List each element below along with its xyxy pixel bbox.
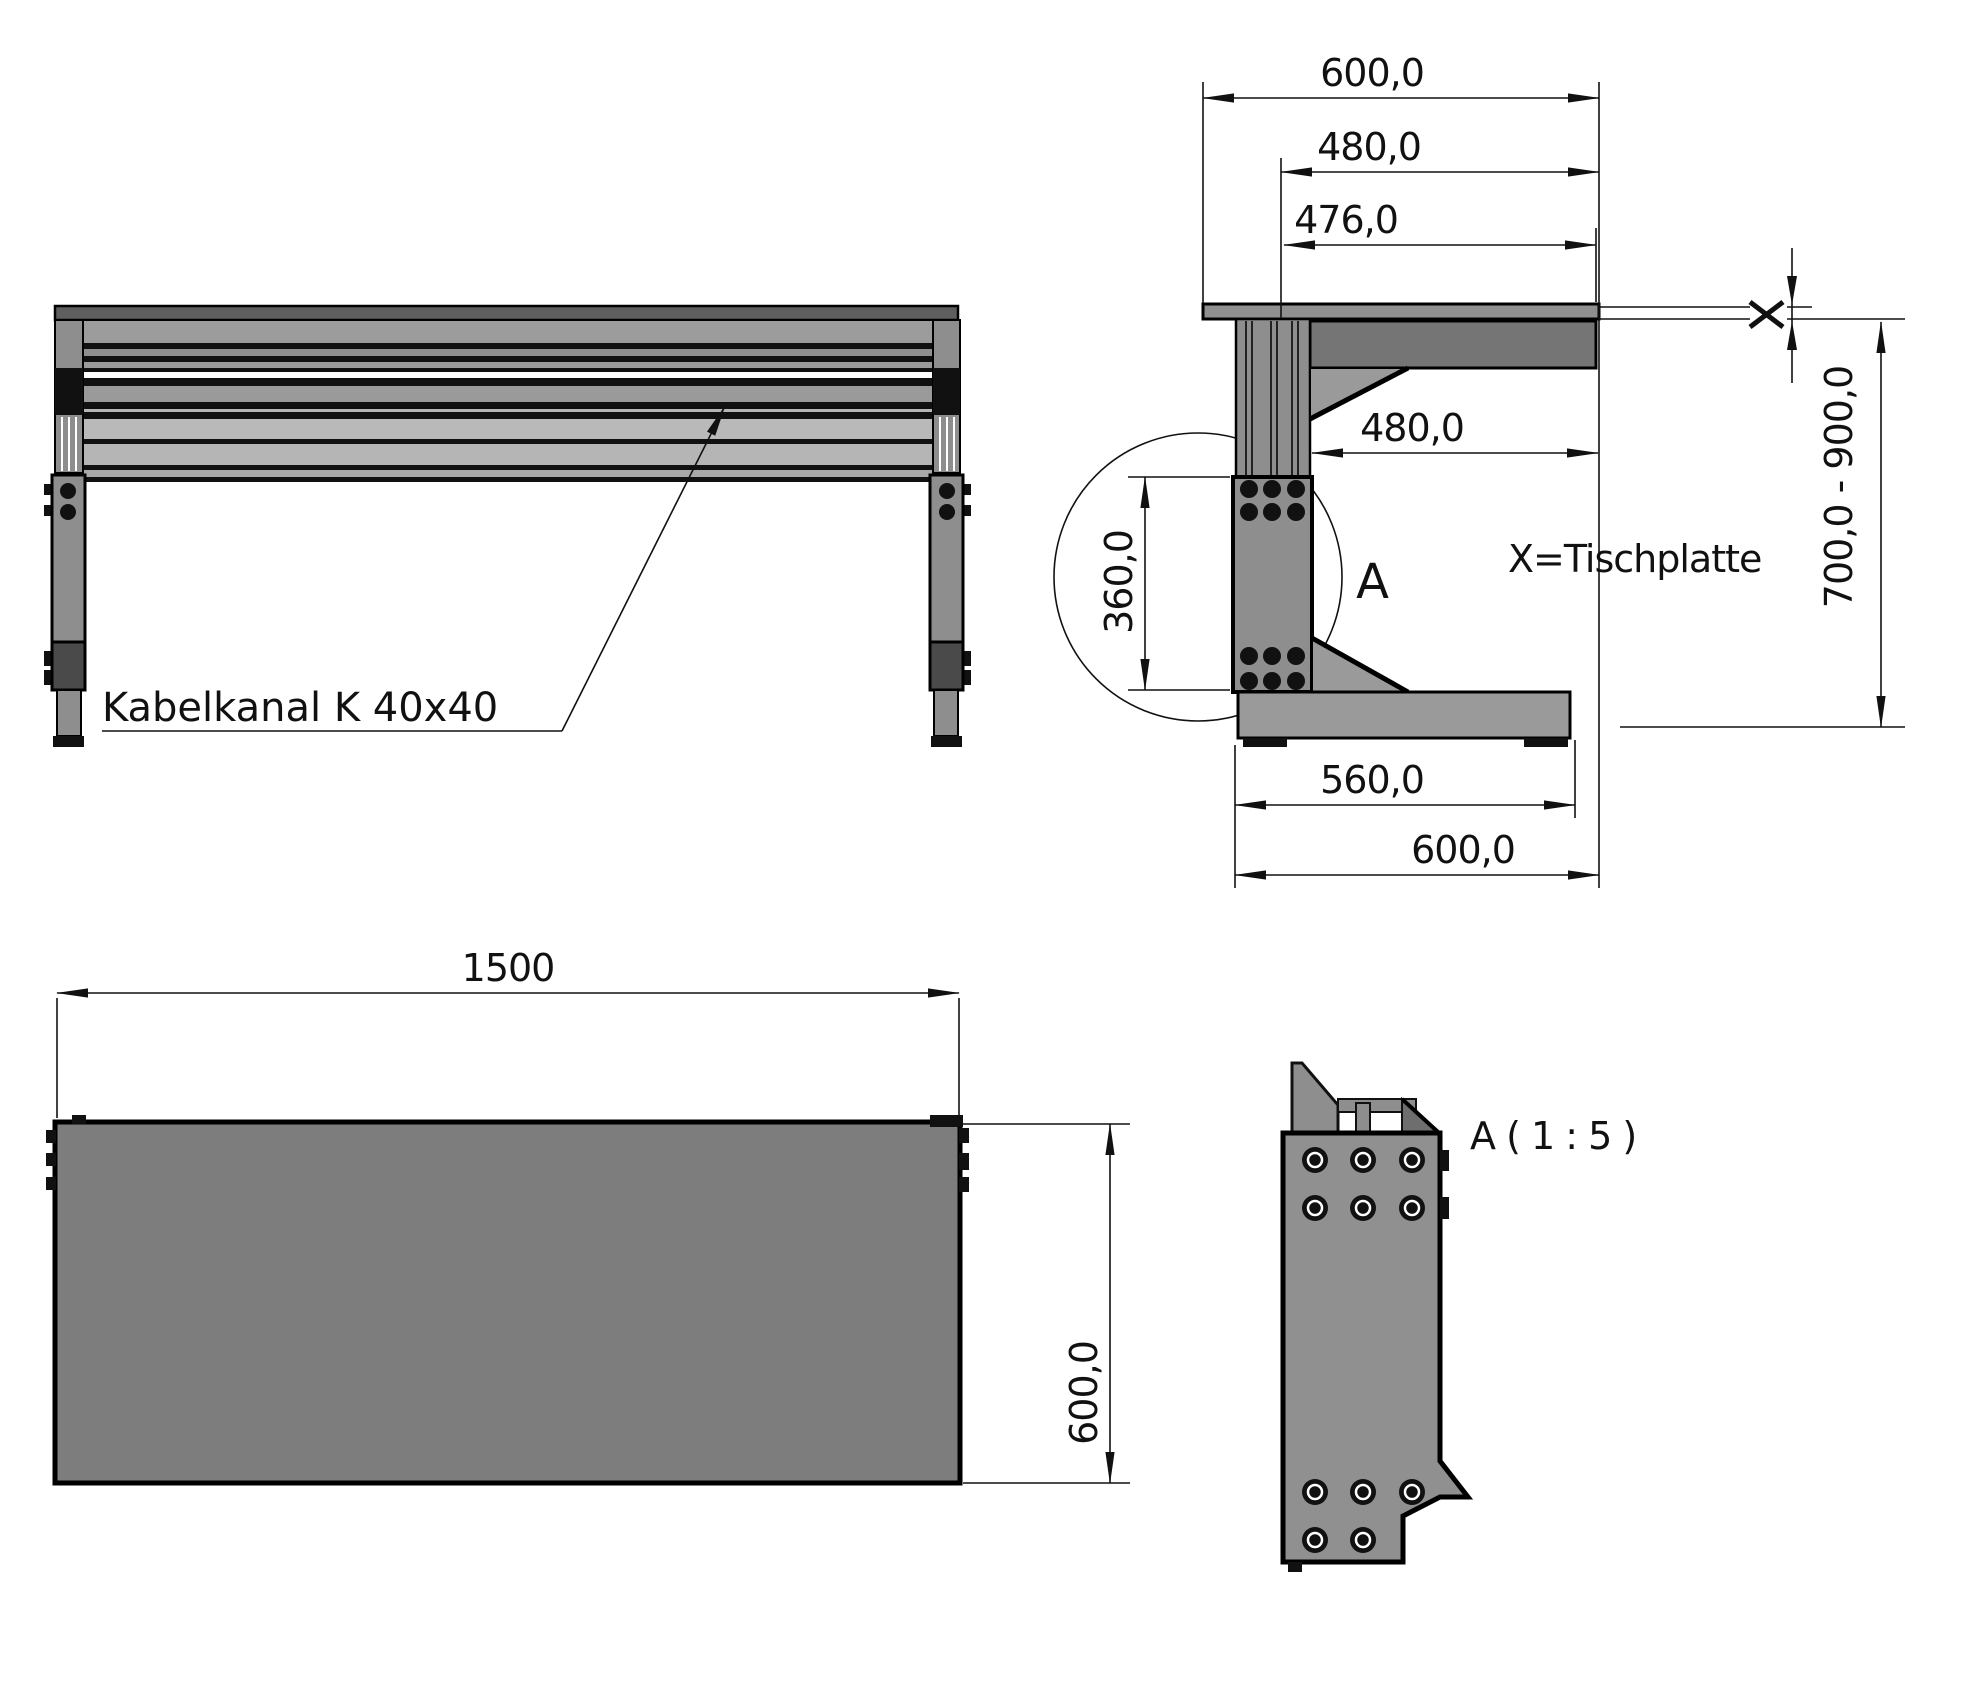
detail-bolts — [1302, 1147, 1425, 1553]
side-leg-upper — [1234, 317, 1312, 479]
top-view-left-nubs — [46, 1130, 56, 1190]
front-profile-bands — [83, 321, 933, 482]
side-tabletop — [1201, 302, 1601, 321]
dim-base-600-text: 600,0 — [1411, 828, 1515, 872]
detail-view-a: A ( 1 : 5 ) — [1280, 1061, 1637, 1572]
front-view: Kabelkanal K 40x40 — [44, 304, 971, 747]
side-gusset-bottom — [1310, 635, 1412, 695]
dim-base-560-text: 560,0 — [1320, 758, 1424, 802]
top-view: 1500 600,0 — [46, 946, 1130, 1486]
dim-top-view-600: 600,0 — [963, 1123, 1130, 1484]
side-gusset-top — [1308, 365, 1410, 422]
dim-top-480: 480,0 — [1280, 125, 1600, 318]
dim-top-view-600-text: 600,0 — [1062, 1341, 1106, 1445]
top-view-right-nubs — [959, 1128, 969, 1192]
front-tabletop-edge — [53, 304, 960, 322]
dim-360: 360,0 — [1097, 476, 1230, 691]
dim-top-600-text: 600,0 — [1320, 51, 1424, 95]
dim-top-600: 600,0 — [1202, 51, 1600, 888]
front-right-leg-sleeve — [928, 473, 971, 747]
dim-base-560: 560,0 — [1234, 740, 1576, 888]
dim-1500-text: 1500 — [462, 946, 555, 990]
side-leg-sleeve — [1231, 475, 1314, 694]
front-right-leg-upper — [932, 319, 961, 474]
detail-marker-label: A — [1356, 554, 1389, 610]
dim-top-476: 476,0 — [1283, 198, 1597, 302]
side-view: A 600,0 480,0 476,0 480,0 — [1053, 51, 1905, 888]
detail-title: A ( 1 : 5 ) — [1470, 1114, 1636, 1158]
dim-1500: 1500 — [56, 946, 960, 1118]
dim-mid-480: 480,0 — [1311, 406, 1599, 458]
dim-height-range: 700,0 - 900,0 — [1620, 321, 1905, 728]
dim-360-text: 360,0 — [1097, 530, 1141, 634]
detail-circle — [1053, 432, 1343, 722]
kabelkanal-label: Kabelkanal K 40x40 — [102, 685, 498, 731]
front-left-leg-sleeve — [44, 473, 87, 747]
dim-top-476-text: 476,0 — [1294, 198, 1398, 242]
callout-leader-line — [561, 405, 726, 732]
tabletop-note: X=Tischplatte — [1508, 537, 1761, 581]
detail-top-profiles — [1290, 1061, 1441, 1135]
dim-top-480-text: 480,0 — [1317, 125, 1421, 169]
tabletop-thickness-marker — [1599, 248, 1905, 383]
kabelkanal-callout: Kabelkanal K 40x40 — [102, 405, 726, 732]
detail-sleeve-plate — [1280, 1130, 1474, 1565]
dim-height-range-text: 700,0 - 900,0 — [1817, 366, 1861, 608]
dim-base-600: 600,0 — [1234, 828, 1600, 880]
side-beam — [1308, 319, 1598, 370]
top-view-tabletop — [52, 1119, 963, 1486]
x-glyph-stroke-2 — [1748, 300, 1785, 329]
dim-mid-480-text: 480,0 — [1360, 406, 1464, 450]
side-base-foot — [1236, 690, 1572, 747]
front-left-leg-upper — [54, 319, 84, 474]
